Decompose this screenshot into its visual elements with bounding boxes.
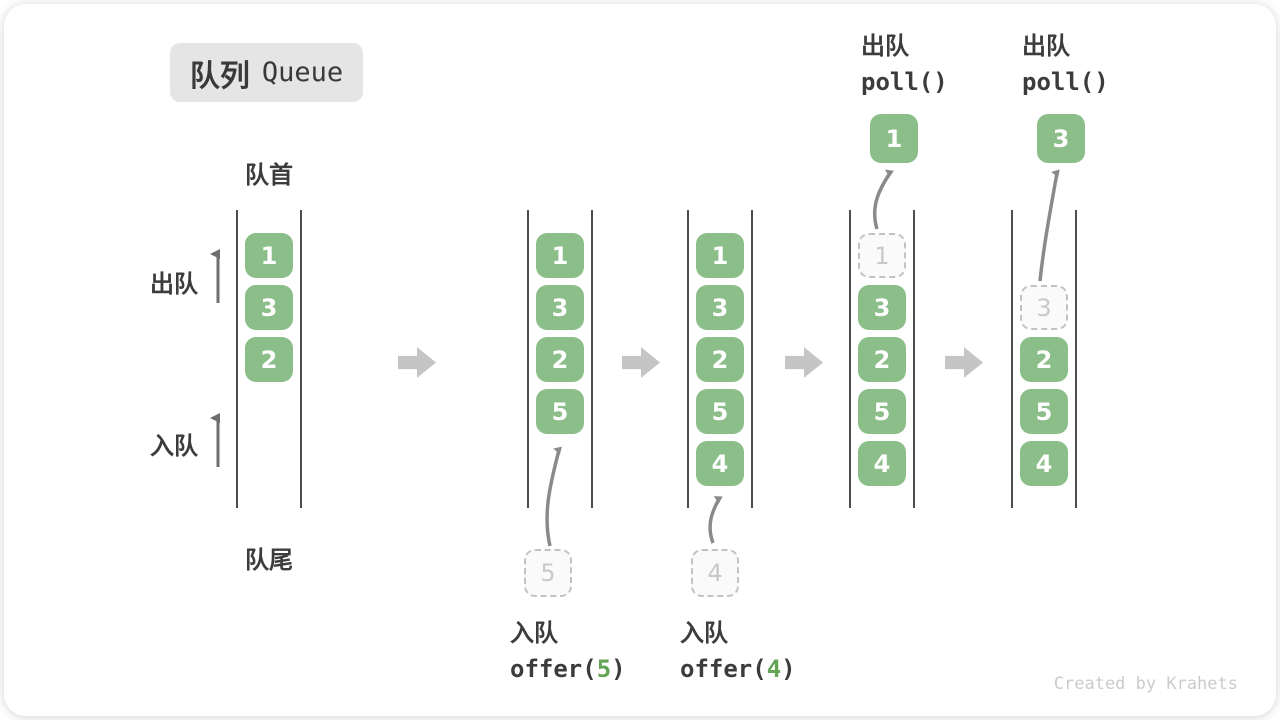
queue-element: 1 [536, 233, 584, 278]
queue-state-3: 1 3 2 5 4 [687, 210, 753, 508]
queue-element: 2 [696, 337, 744, 382]
staged-element-5: 5 [524, 549, 572, 597]
queue-state-4: 1 3 2 5 4 [849, 210, 915, 508]
dequeue-op-annotation: 出队 poll() [1022, 28, 1109, 100]
queue-element: 5 [1020, 389, 1068, 434]
enqueue-op-code: offer(4) [680, 651, 796, 687]
label-queue-front: 队首 [245, 161, 293, 189]
queue-element: 5 [858, 389, 906, 434]
dequeue-op-label: 出队 [861, 32, 909, 60]
code-close: ) [781, 655, 796, 683]
title-badge: 队列 Queue [170, 43, 363, 102]
enqueue-op-code: offer(5) [510, 651, 626, 687]
queue-element-removed: 1 [858, 233, 906, 278]
queue-state-5: 3 2 5 4 [1011, 210, 1077, 508]
dequeue-op-code: poll() [861, 68, 948, 96]
code-arg: 4 [766, 655, 782, 683]
title-en: Queue [261, 57, 344, 88]
code-arg: 5 [596, 655, 612, 683]
queue-element: 2 [536, 337, 584, 382]
enqueue-op-label: 入队 [680, 619, 728, 647]
queue-element: 2 [245, 337, 293, 382]
queue-element: 1 [245, 233, 293, 278]
code-fn: offer( [680, 655, 767, 683]
queue-state-1: 1 3 2 [236, 210, 302, 508]
queue-element-removed: 3 [1020, 285, 1068, 330]
label-enqueue: 入队 [150, 432, 198, 460]
queue-element: 4 [696, 441, 744, 486]
queue-element: 5 [696, 389, 744, 434]
queue-element: 2 [858, 337, 906, 382]
queue-element: 4 [858, 441, 906, 486]
polled-element-3: 3 [1037, 114, 1085, 163]
dequeue-op-label: 出队 [1022, 32, 1070, 60]
enqueue-op-annotation: 入队 offer(5) [510, 615, 626, 687]
queue-state-2: 1 3 2 5 [527, 210, 593, 508]
queue-element: 3 [696, 285, 744, 330]
label-dequeue: 出队 [150, 270, 198, 298]
code-fn: offer( [510, 655, 597, 683]
code-close: ) [611, 655, 626, 683]
dequeue-op-code: poll() [1022, 68, 1109, 96]
queue-element: 3 [536, 285, 584, 330]
title-zh: 队列 [189, 58, 250, 94]
watermark: Created by Krahets [1053, 674, 1238, 694]
queue-element: 5 [536, 389, 584, 434]
enqueue-op-label: 入队 [510, 619, 558, 647]
enqueue-op-annotation: 入队 offer(4) [680, 615, 796, 687]
dequeue-op-annotation: 出队 poll() [861, 28, 948, 100]
staged-element-4: 4 [691, 549, 739, 597]
queue-element: 4 [1020, 441, 1068, 486]
queue-element: 2 [1020, 337, 1068, 382]
queue-element: 3 [245, 285, 293, 330]
queue-element: 1 [696, 233, 744, 278]
polled-element-1: 1 [870, 114, 918, 163]
label-queue-rear: 队尾 [245, 546, 293, 574]
queue-element: 3 [858, 285, 906, 330]
